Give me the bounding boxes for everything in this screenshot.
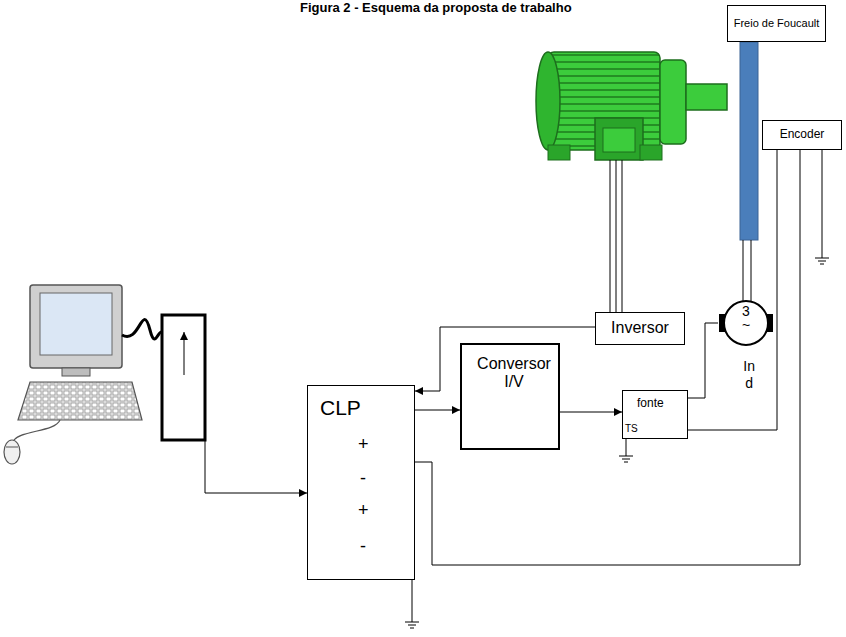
- computer: [4, 285, 162, 464]
- ground-symbol: [405, 622, 419, 628]
- motor-foot: [548, 145, 570, 160]
- signal-wire: [415, 150, 800, 565]
- brake-coil-wire: [751, 240, 752, 301]
- mouse-button-line: [6, 447, 18, 448]
- keyboard: [18, 382, 142, 420]
- signal-wire: [560, 412, 622, 413]
- interface-arrow: [184, 332, 185, 375]
- encoder-ground-wire: [822, 150, 823, 258]
- terminal-box: [595, 118, 643, 160]
- mouse: [4, 440, 20, 464]
- motor-supply-wire: [610, 160, 611, 312]
- motor: [536, 52, 727, 160]
- terminal-sign: -: [360, 536, 366, 557]
- motor-front-cap: [660, 60, 686, 144]
- inverter-label: Inversor: [607, 317, 673, 339]
- mouse-cable: [14, 420, 60, 440]
- process-box: fonteTS: [622, 390, 688, 439]
- process-box: Encoder: [762, 120, 842, 150]
- motor-supply-wire: [622, 160, 623, 312]
- terminal-sign: +: [358, 500, 369, 521]
- terminal-cover: [603, 128, 635, 152]
- process-box: Freio de Foucault: [727, 5, 826, 42]
- converter-label: Conversor I/V: [474, 355, 554, 392]
- source-tag: TS: [625, 423, 638, 435]
- motor-supply-wire: [616, 160, 617, 312]
- fonte-ground-wire: [626, 437, 627, 456]
- monitor-screen: [40, 293, 112, 355]
- clp-ground-wire: [412, 580, 413, 622]
- encoder-label: Encoder: [776, 126, 829, 144]
- motor-foot: [640, 145, 662, 160]
- signal-wire: [688, 150, 777, 430]
- interface-wire: [205, 400, 307, 493]
- motor-symbol-text: 3 ~: [739, 304, 753, 332]
- brake-coil-wire: [743, 240, 744, 301]
- motor-shaft: [686, 84, 727, 110]
- brake-disc: [740, 42, 758, 240]
- figure-title: Figura 2 - Esquema da proposta de trabal…: [300, 0, 572, 15]
- motor-circle-outline: [724, 301, 768, 345]
- ground-symbol: [815, 258, 829, 264]
- source-label: fonte: [637, 397, 664, 411]
- coil-label: In d: [740, 358, 758, 392]
- process-box: CLP + - + -: [307, 385, 415, 580]
- signal-wire: [688, 323, 718, 398]
- motor-end-cap: [536, 52, 560, 150]
- motor-symbol: 3 ~ In d: [718, 298, 774, 398]
- terminal-sign: +: [358, 434, 369, 455]
- monitor-stand: [62, 368, 90, 376]
- signal-wire: [415, 410, 460, 411]
- process-box: Inversor: [595, 312, 685, 345]
- process-box: Conversor I/V: [460, 343, 560, 450]
- plc-label: CLP: [320, 396, 361, 420]
- monitor-frame: [30, 285, 122, 368]
- ground-symbol: [619, 456, 633, 462]
- brake-label: Freio de Foucault: [730, 15, 824, 32]
- terminal-sign: -: [360, 468, 366, 489]
- interface-box: [162, 315, 205, 440]
- computer-cable: [122, 320, 162, 339]
- signal-wire: [415, 327, 595, 391]
